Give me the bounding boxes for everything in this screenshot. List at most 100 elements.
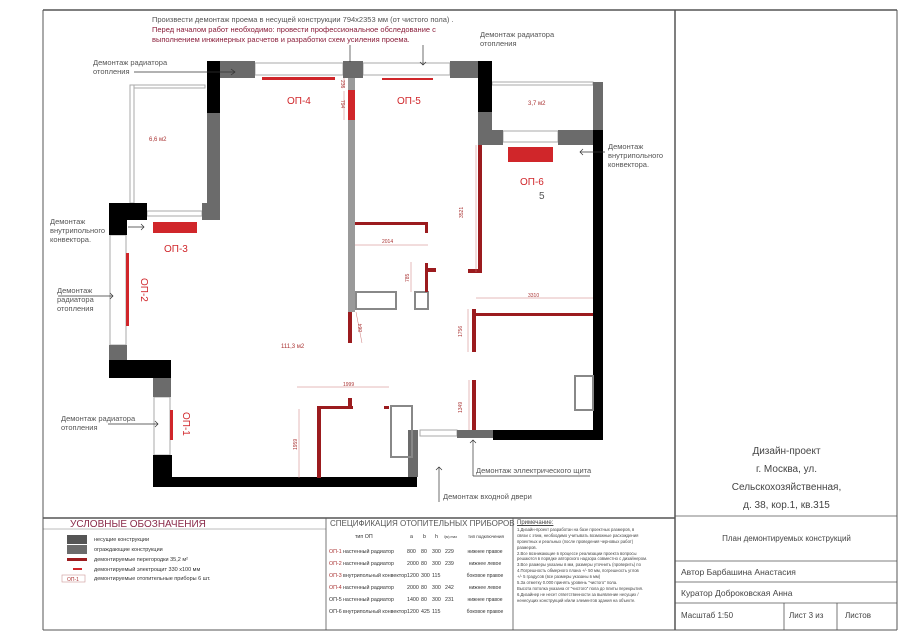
legend-swatch-panel (73, 568, 82, 570)
svg-text:внутрипольного: внутрипольного (608, 151, 663, 160)
spec-cell-name: настенный радиатор (343, 549, 394, 555)
area-balcony-left: 6,6 м2 (149, 137, 167, 143)
area-balcony-right: 3,7 м2 (528, 101, 546, 107)
top-note-line2: Перед началом работ необходимо: провести… (152, 25, 436, 34)
notes-block: Примечание: 1.Дизайн-проект разработан н… (517, 520, 665, 604)
legend-item-heaters: демонтируемые отопительные приборы 6 шт. (94, 576, 211, 582)
spec-header-type: тип ОП (355, 534, 373, 540)
note-line: решаются в порядке авторского надзора со… (517, 556, 648, 562)
spec-cell-connection: нижнее левое (468, 585, 502, 591)
annotation-entrance-door: Демонтаж входной двери (435, 466, 532, 502)
dim-794: 794 (339, 100, 345, 109)
annotation-radiator-top-left: Демонтаж радиатора отопления (93, 58, 236, 76)
legend-badge-text: ОП-1 (67, 577, 79, 583)
spec-cell-id: ОП-6 (329, 609, 342, 615)
spec-cell-name: настенный радиатор (343, 561, 394, 567)
spec-cell-id: ОП-3 (329, 573, 342, 579)
dim-3521: 3521 (459, 207, 465, 218)
notes-title: Примечание: (517, 520, 554, 526)
svg-text:отопления: отопления (57, 304, 94, 313)
spec-cell-l: 242 (445, 585, 454, 591)
spec-cell-name: настенный радиатор (343, 597, 394, 603)
svg-text:конвектора.: конвектора. (50, 235, 91, 244)
spec-cell-a: 1200 (407, 573, 419, 579)
svg-text:Демонтаж: Демонтаж (608, 142, 643, 151)
svg-text:внутрипольного: внутрипольного (50, 226, 105, 235)
note-line: размеров. (517, 544, 537, 550)
svg-text:Демонтаж входной двери: Демонтаж входной двери (443, 492, 532, 501)
area-main: 111,3 м2 (281, 344, 305, 350)
spec-cell-connection: боковое правое (466, 573, 504, 579)
spec-cell-h: 115 (432, 609, 441, 615)
spec-cell-l: 239 (445, 561, 454, 567)
scale: Масштаб 1:50 (681, 611, 734, 620)
note-line: +/- 5 градусов (все размеры указаны в мм… (517, 574, 601, 580)
note-line: связи с этим, необходимо учитывать возмо… (517, 532, 639, 538)
spec-cell-id: ОП-5 (329, 597, 342, 603)
label-op2: ОП-2 (138, 278, 149, 302)
svg-text:конвектора.: конвектора. (608, 160, 649, 169)
spec-cell-b: 80 (421, 561, 427, 567)
dim-1756: 1756 (458, 326, 464, 337)
label-op6: ОП-6 (520, 177, 544, 188)
annotation-electric-panel: Демонтаж эллектрического щита (469, 439, 592, 477)
svg-text:Демонтаж радиатора: Демонтаж радиатора (61, 414, 136, 423)
spec-cell-connection: нижнее правое (467, 597, 503, 603)
spec-cell-h: 115 (432, 573, 441, 579)
spec-cell-a: 1400 (407, 597, 419, 603)
legend-title: УСЛОВНЫЕ ОБОЗНАЧЕНИЯ (70, 519, 206, 530)
author: Автор Барбашина Анастасия (681, 567, 796, 577)
dim-785: 785 (405, 273, 411, 282)
spec-cell-b: 425 (421, 609, 430, 615)
spec-cell-a: 1200 (407, 609, 419, 615)
note-line: 4.Погрешность обмерного плана +/- 50 мм,… (517, 568, 639, 574)
sheets-count: Листов (845, 611, 871, 620)
project-title: Дизайн-проект г. Москва, ул. Сельскохозя… (731, 446, 842, 511)
legend-item-enclosing: ограждающие конструкции (94, 547, 163, 553)
dim-1999: 1999 (343, 382, 354, 388)
spec-cell-b: 80 (421, 549, 427, 555)
radiator-op5 (382, 78, 433, 80)
convector-op6 (508, 147, 553, 162)
plumbing-fixtures (355, 291, 594, 458)
spec-header-l: l(м) max (444, 535, 458, 539)
spec-cell-name: настенный радиатор (343, 585, 394, 591)
room-number: 5 (539, 191, 545, 202)
spec-cell-name: внутрипольный конвектор (343, 573, 408, 579)
svg-text:отопления: отопления (93, 67, 130, 76)
svg-text:Демонтаж эллектрического щита: Демонтаж эллектрического щита (476, 466, 592, 475)
curator: Куратор Доброковская Анна (681, 588, 793, 598)
dimension-lines (297, 78, 593, 478)
dim-236: 236 (339, 80, 345, 89)
svg-text:Демонтаж: Демонтаж (50, 217, 85, 226)
sheet-number: Лист 3 из (789, 611, 824, 620)
spec-title: СПЕЦИФИКАЦИЯ ОТОПИТЕЛЬНЫХ ПРИБОРОВ (330, 519, 515, 528)
annotation-convector-right: Демонтаж внутрипольного конвектора. (579, 142, 663, 169)
radiator-op1 (170, 410, 173, 440)
radiator-op2 (126, 253, 129, 326)
spec-cell-name: внутрипольный конвектор (343, 609, 408, 615)
legend-swatch-badge (61, 574, 86, 583)
legend-item-bearing: несущие конструкции (94, 537, 150, 543)
dim-3310: 3310 (528, 293, 539, 299)
dim-1349: 1349 (458, 402, 464, 413)
note-line: 3.Все размеры указаны в мм, размеры уточ… (517, 562, 641, 568)
spec-cell-b: 300 (421, 573, 430, 579)
spec-cell-l: 231 (445, 597, 454, 603)
svg-text:Демонтаж: Демонтаж (57, 286, 92, 295)
legend-swatch-bearing (67, 535, 87, 544)
spec-header-h: h (435, 534, 438, 540)
radiator-op4 (262, 77, 335, 80)
spec-cell-l: 229 (445, 549, 454, 555)
annotation-convector-left: Демонтаж внутрипольного конвектора. (50, 217, 145, 244)
spec-cell-b: 80 (421, 597, 427, 603)
top-note-line1: Произвести демонтаж проема в несущей кон… (152, 15, 454, 24)
annotation-radiator-top-right: Демонтаж радиатора отопления (349, 30, 555, 66)
svg-text:Демонтаж радиатора: Демонтаж радиатора (480, 30, 555, 39)
spec-cell-h: 300 (432, 561, 441, 567)
demolished-partitions (317, 145, 593, 478)
windows (109, 62, 594, 456)
svg-text:Демонтаж радиатора: Демонтаж радиатора (93, 58, 168, 67)
annotation-radiator-left: Демонтаж радиатора отопления (57, 286, 114, 313)
